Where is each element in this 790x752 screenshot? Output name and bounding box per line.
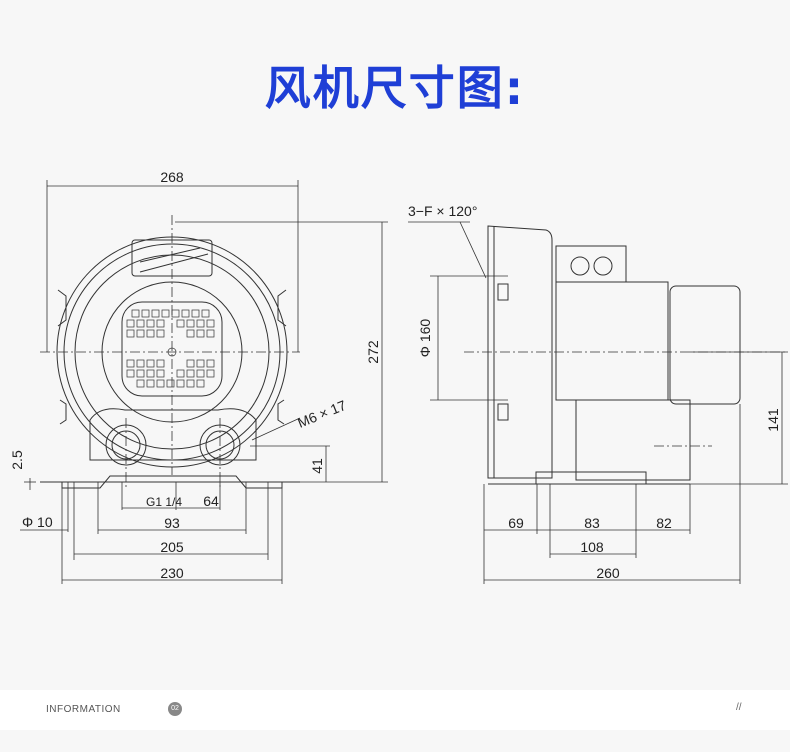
footer-badge: 02 bbox=[168, 702, 182, 716]
footer: INFORMATION 02 // bbox=[0, 690, 790, 730]
front-center-lines bbox=[40, 215, 300, 490]
front-view-outline bbox=[40, 236, 300, 489]
dim-83: 83 bbox=[584, 515, 600, 531]
side-dimension-lines bbox=[408, 221, 788, 584]
dim-front-height: 272 bbox=[365, 340, 381, 364]
dim-69: 69 bbox=[508, 515, 524, 531]
dim-thread: M6 × 17 bbox=[295, 397, 348, 431]
dim-260: 260 bbox=[596, 565, 620, 581]
dim-2-5: 2.5 bbox=[9, 450, 25, 470]
dim-82: 82 bbox=[656, 515, 672, 531]
dim-port: G1 1/4 bbox=[146, 495, 182, 509]
dim-108: 108 bbox=[580, 539, 604, 555]
page-title: 风机尺寸图: bbox=[264, 61, 526, 115]
side-center-lines bbox=[464, 351, 788, 447]
dimension-drawing: 268 272 M6 × 17 41 2.5 G1 1/4 64 93 Φ 10… bbox=[9, 169, 788, 584]
footer-mark: // bbox=[736, 702, 742, 713]
dim-41: 41 bbox=[309, 458, 325, 474]
dim-holes: 3−F × 120° bbox=[408, 203, 477, 219]
dim-141: 141 bbox=[765, 408, 781, 432]
footer-label: INFORMATION bbox=[46, 704, 121, 715]
dim-205: 205 bbox=[160, 539, 184, 555]
fan-grid bbox=[126, 309, 215, 388]
dim-230: 230 bbox=[160, 565, 184, 581]
dim-hole: Φ 10 bbox=[22, 514, 53, 530]
dim-64: 64 bbox=[203, 493, 219, 509]
front-dimension-lines bbox=[20, 180, 388, 584]
dim-front-width-top: 268 bbox=[160, 169, 184, 185]
side-view-outline bbox=[487, 225, 741, 485]
dim-93: 93 bbox=[164, 515, 180, 531]
dim-diameter: Φ 160 bbox=[417, 319, 433, 358]
